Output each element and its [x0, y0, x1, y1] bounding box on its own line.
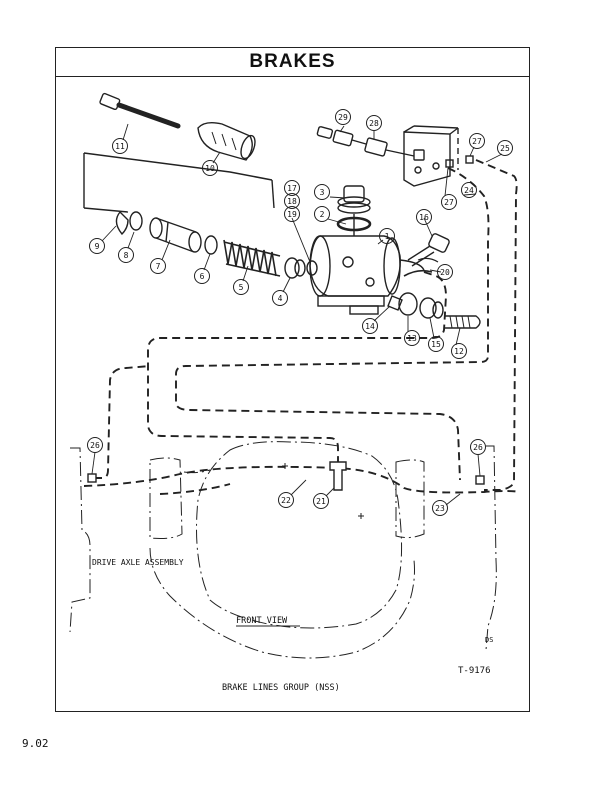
- callout-label: 21: [316, 497, 326, 506]
- callout-label: 17: [287, 184, 297, 193]
- callout-label: 14: [365, 322, 375, 331]
- fitting-nut-part: [387, 295, 403, 311]
- callout-leaders: [91, 123, 503, 506]
- callout-label: 8: [124, 251, 129, 260]
- callout-label: 27: [444, 198, 454, 207]
- connector-part: [475, 475, 485, 485]
- callout-label: 26: [473, 443, 483, 452]
- union-fitting-part: [316, 126, 425, 161]
- page-title: BRAKES: [249, 51, 336, 72]
- push-rod-part: [99, 92, 181, 129]
- callout-label: 26: [90, 441, 100, 450]
- callout-label: 25: [500, 144, 510, 153]
- callout-label: 27: [472, 137, 482, 146]
- callout-label: 11: [115, 142, 125, 151]
- brake-line: [83, 159, 521, 495]
- piston-part: [149, 217, 202, 253]
- callout-label: 12: [454, 347, 464, 356]
- callout-label: 3: [320, 188, 325, 197]
- seal-part: [204, 235, 218, 255]
- bleeder-screw-part: [444, 315, 481, 329]
- callout-label: 9: [95, 242, 100, 251]
- washer-part: [129, 211, 143, 231]
- bolt-part: [407, 233, 450, 267]
- ds-mark: DS: [485, 636, 493, 644]
- callout-label: 4: [278, 294, 283, 303]
- callout-label: 28: [369, 119, 379, 128]
- callout-label: 10: [205, 164, 215, 173]
- connector-part: [465, 155, 474, 164]
- callout-numbers: 1 2 3 4 5 6 7 8 9 10 11 12 13 14 15 16 1…: [90, 113, 510, 513]
- callout-label: 23: [435, 504, 445, 513]
- callout-label: 6: [200, 272, 205, 281]
- connector-part: [87, 473, 97, 483]
- reservoir-cap-part: [337, 185, 371, 214]
- title-bar: BRAKES: [56, 48, 529, 77]
- fitting-part: [398, 292, 418, 316]
- callout-label: 7: [156, 262, 161, 271]
- page-number: 9.02: [22, 737, 49, 750]
- callout-label: 29: [338, 113, 348, 122]
- callout-label: 16: [419, 213, 429, 222]
- callout-label: 24: [464, 186, 474, 195]
- drive-axle-label: DRIVE AXLE ASSEMBLY: [92, 558, 184, 567]
- callout-label: 13: [407, 334, 417, 343]
- figure-caption: BRAKE LINES GROUP (NSS): [222, 683, 340, 693]
- callout-label: 20: [440, 268, 450, 277]
- callout-label: 18: [287, 197, 297, 206]
- mounting-bracket-part: [403, 125, 459, 187]
- callout-circles: [87, 109, 513, 516]
- callout-label: 1: [385, 232, 390, 241]
- drive-axle-outline: [69, 441, 497, 659]
- tee-fitting-part: [329, 461, 347, 491]
- master-cylinder-part: [309, 235, 425, 315]
- figure-id: T-9176: [458, 666, 491, 676]
- callout-label: 2: [320, 210, 325, 219]
- figure-frame: BRAKES: [55, 47, 530, 712]
- spring-part: [223, 239, 281, 277]
- snap-ring-part: [115, 210, 129, 236]
- boot-part: [197, 121, 256, 161]
- callout-label: 15: [431, 340, 441, 349]
- valve-part: [284, 257, 318, 279]
- fitting-washer-part: [419, 297, 437, 319]
- front-view-label: FRONT VIEW: [236, 616, 288, 626]
- connector-part: [445, 159, 454, 168]
- callout-label: 19: [287, 210, 297, 219]
- callout-label: 5: [239, 283, 244, 292]
- callout-label: 22: [281, 496, 291, 505]
